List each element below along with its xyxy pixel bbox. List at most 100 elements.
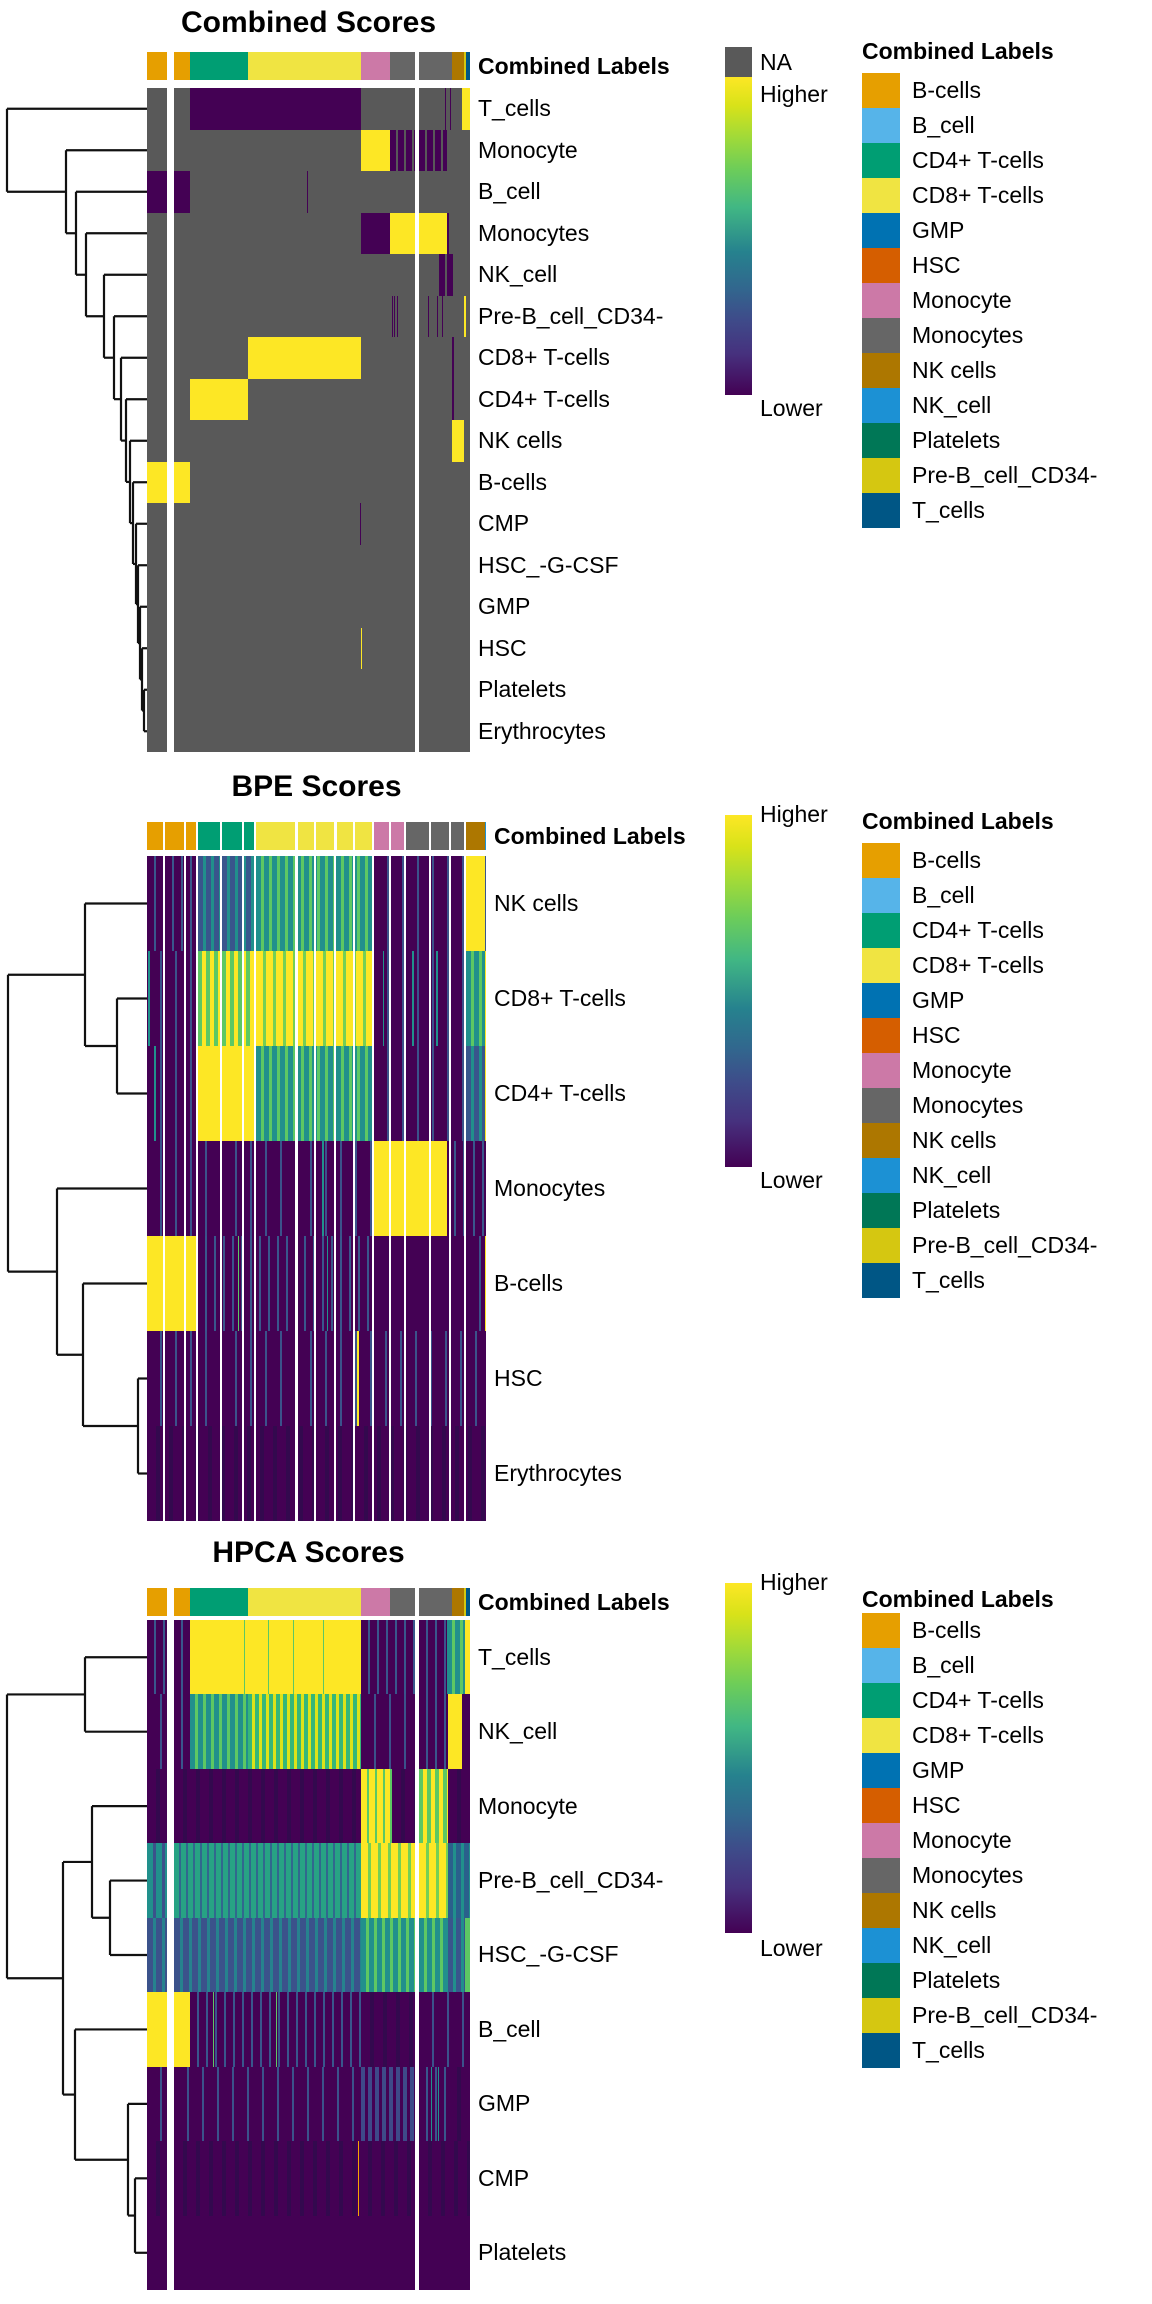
column-separator	[242, 822, 245, 1521]
heatmap-row-segment	[147, 171, 470, 213]
annotation-segment	[389, 1588, 416, 1616]
column-separator	[449, 822, 452, 1521]
legend-item-label: NK_cell	[912, 1932, 992, 1958]
legend-item-label: T_cells	[912, 2037, 985, 2063]
heatmap-row-segment	[448, 1694, 462, 1769]
category-legend-title: Combined Labels	[862, 1586, 1054, 1612]
legend-color-swatch	[862, 1683, 900, 1718]
heatmap-row-segment	[461, 88, 470, 130]
heatmap-row-segment	[452, 337, 454, 379]
legend-item-label: Pre-B_cell_CD34-	[912, 1232, 1098, 1258]
column-separator	[428, 822, 431, 1521]
colorbar-na-label: NA	[760, 48, 792, 75]
heatmap-row-segment	[147, 2215, 470, 2290]
row-label: NK_cell	[478, 261, 558, 288]
column-separator	[313, 822, 316, 1521]
colorbar-gradient	[725, 1583, 752, 1933]
row-label: Pre-B_cell_CD34-	[478, 1867, 664, 1894]
row-label: NK cells	[494, 890, 579, 916]
annotation-segment	[451, 822, 465, 850]
row-label: HSC_-G-CSF	[478, 551, 619, 578]
heatmap-row-segment	[437, 295, 439, 337]
heatmap-row-segment	[484, 951, 486, 1046]
heatmap-row-segment	[389, 212, 416, 254]
annotation-segment	[466, 822, 485, 850]
legend-item-label: Platelets	[912, 1197, 1001, 1223]
legend-color-swatch	[862, 423, 900, 458]
heatmap-row-segment	[322, 1141, 324, 1236]
legend-item-label: CD4+ T-cells	[912, 1687, 1044, 1713]
heatmap-row-segment	[326, 1236, 328, 1331]
heatmap-row-segment	[396, 295, 398, 337]
colorbar-lower-label: Lower	[760, 1166, 823, 1193]
annotation-segment	[463, 52, 467, 80]
heatmap-row-segment	[147, 669, 470, 711]
legend-item-label: NK cells	[912, 357, 997, 383]
legend-item-label: NK_cell	[912, 1162, 992, 1188]
heatmap-row-segment	[148, 951, 151, 1046]
heatmap-row-segment	[198, 1236, 373, 1331]
heatmap-row-segment	[448, 1917, 466, 1993]
heatmap-row-segment	[147, 461, 168, 503]
heatmap-row-segment	[147, 1236, 197, 1331]
heatmap-row-segment	[374, 1141, 447, 1236]
row-label: B-cells	[494, 1270, 564, 1296]
heatmap-row-segment	[174, 461, 190, 503]
legend-item-label: T_cells	[912, 1267, 985, 1293]
column-annotation-bar	[147, 1588, 470, 1616]
heatmap-row-segment	[147, 1694, 168, 1769]
heatmap-row-segment	[243, 1620, 245, 1695]
heatmap-row-segment	[361, 1694, 416, 1769]
annotation-segment	[451, 1588, 464, 1616]
colorbar-lower-label: Lower	[760, 394, 823, 421]
heatmap-row-segment	[292, 1620, 294, 1695]
heatmap-row-segment	[465, 1917, 470, 1993]
legend-item-label: CD8+ T-cells	[912, 1722, 1044, 1748]
legend-item-label: HSC	[912, 1022, 961, 1048]
column-separator	[372, 822, 375, 1521]
heatmap-row-segment	[360, 503, 362, 545]
heatmap-row-segment	[174, 1768, 362, 1844]
heatmap-row-segment	[174, 1620, 190, 1695]
legend-item-label: GMP	[912, 217, 965, 243]
heatmap-row-segment	[466, 951, 485, 1046]
heatmap-row-segment	[147, 1768, 168, 1844]
annotation-segment	[374, 822, 389, 850]
legend-item-label: Platelets	[912, 1967, 1001, 1993]
heatmap-row-segment	[174, 1992, 190, 2067]
heatmap-row-segment	[448, 2066, 470, 2142]
heatmap-row-segment	[323, 1620, 324, 1695]
legend-color-swatch	[862, 1053, 900, 1088]
heatmap-row-segment	[391, 295, 393, 337]
annotation-segment	[174, 52, 190, 80]
column-separator	[183, 822, 186, 1521]
row-label: CD4+ T-cells	[478, 385, 610, 412]
legend-color-swatch	[862, 73, 900, 108]
heatmap-row-segment	[382, 951, 384, 1046]
heatmap-row-segment	[147, 503, 470, 545]
legend-item-label: Monocyte	[912, 1827, 1012, 1853]
heatmap-row-segment	[147, 254, 470, 296]
heatmap-row-segment	[418, 2141, 470, 2216]
legend-color-swatch	[862, 1998, 900, 2033]
legend-item-label: B-cells	[912, 1617, 982, 1643]
legend-item-label: Platelets	[912, 427, 1001, 453]
heatmap-row-segment	[484, 1331, 486, 1426]
heatmap-row-segment	[174, 1843, 362, 1918]
legend-item-label: Pre-B_cell_CD34-	[912, 2002, 1098, 2028]
legend-color-swatch	[862, 1648, 900, 1683]
legend-color-swatch	[862, 948, 900, 983]
legend-item-label: CD4+ T-cells	[912, 147, 1044, 173]
annotation-segment	[354, 822, 373, 850]
annotation-segment	[244, 822, 255, 850]
row-label: T_cells	[478, 1643, 551, 1670]
heatmap-row-segment	[147, 2141, 168, 2216]
row-label: Pre-B_cell_CD34-	[478, 302, 664, 329]
annotation-segment	[189, 1588, 249, 1616]
row-dendrogram	[5, 1656, 147, 2254]
row-label: CD4+ T-cells	[494, 1080, 626, 1106]
annotation-segment	[256, 822, 296, 850]
heatmap-row-segment	[465, 1620, 470, 1695]
heatmap-row-segment	[198, 856, 255, 951]
